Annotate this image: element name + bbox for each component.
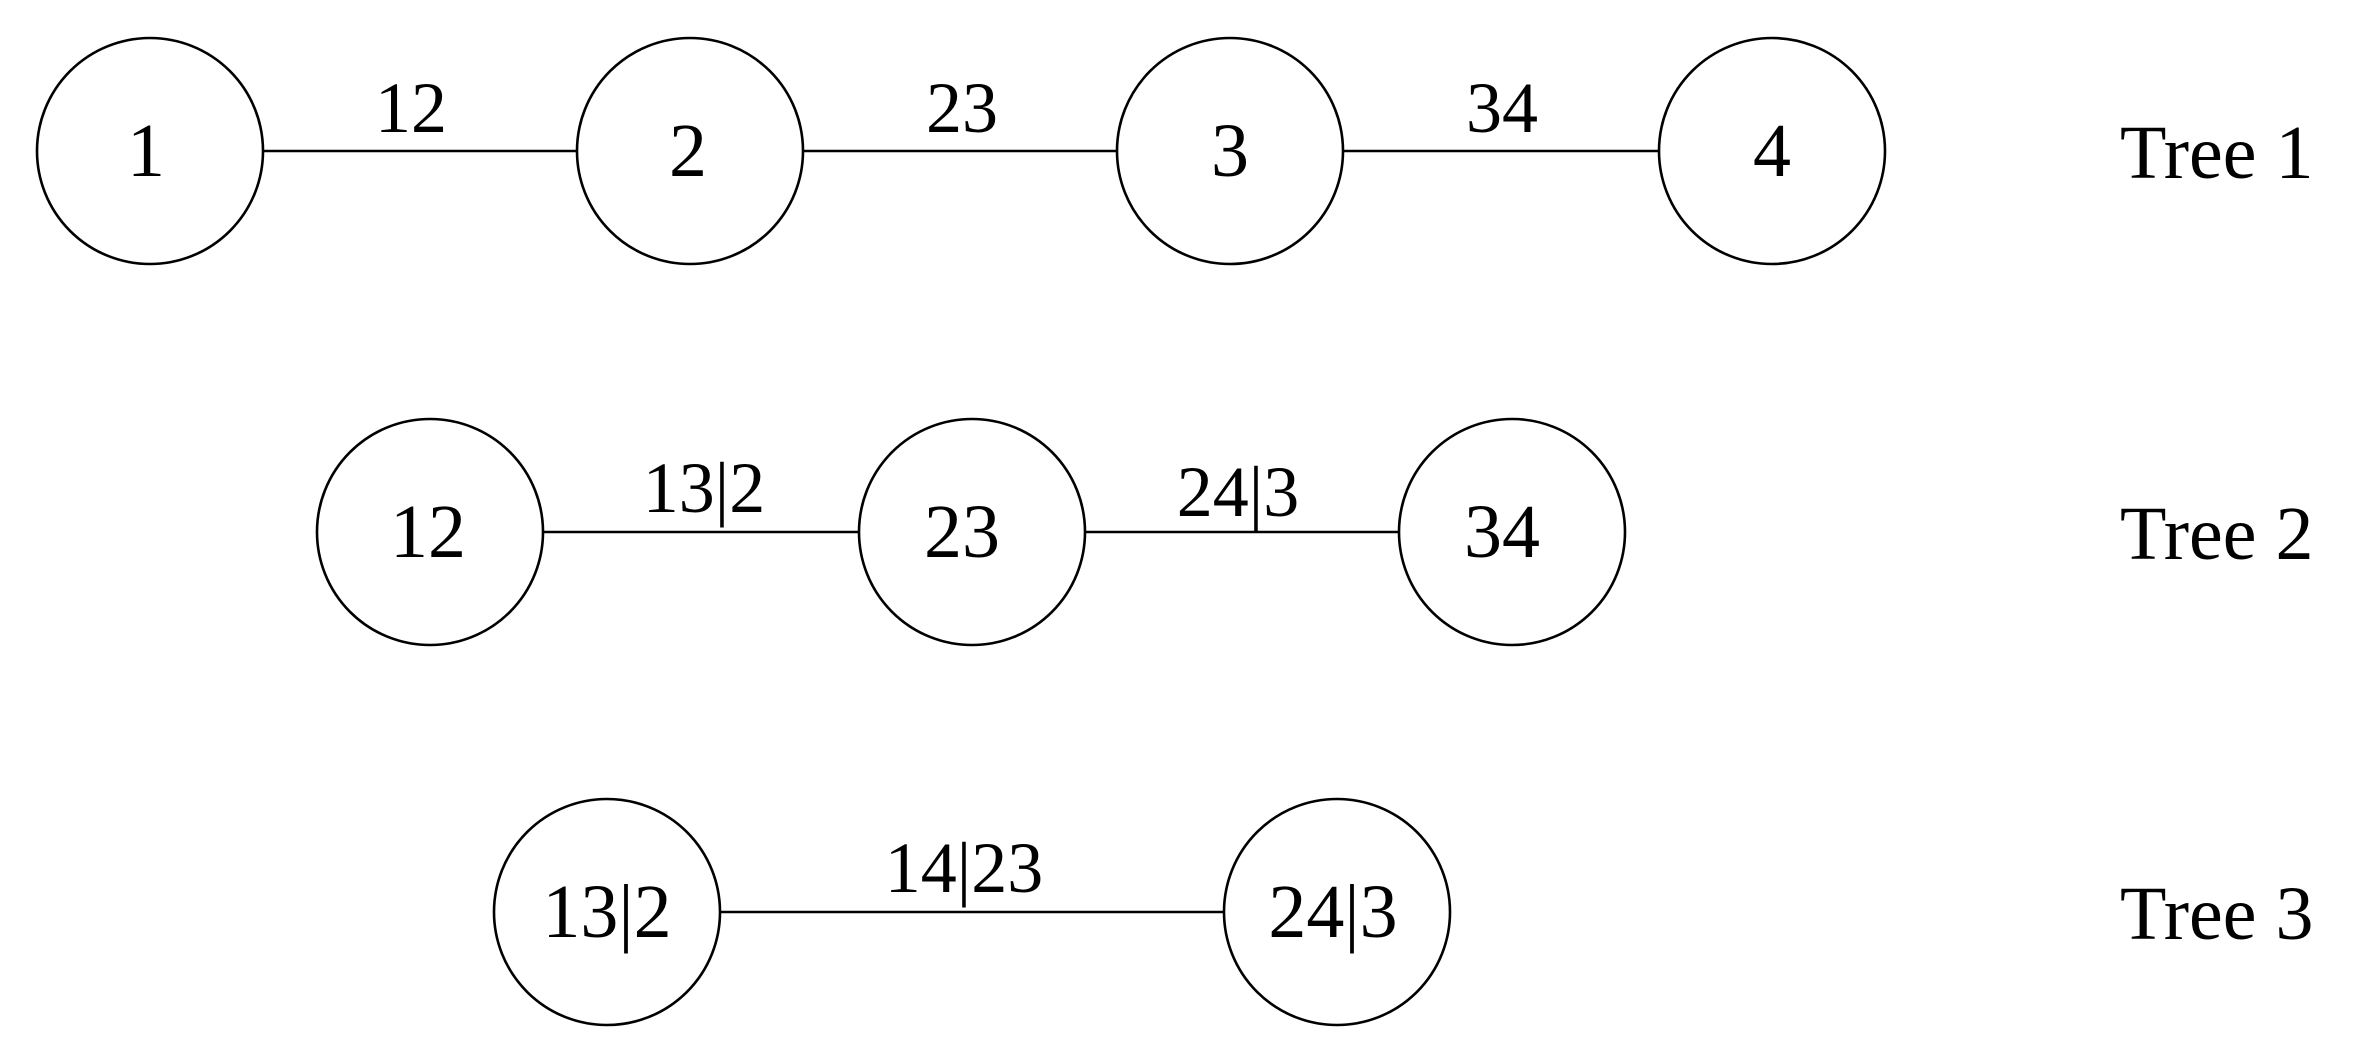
tree-1-edge-3-4-label: 34 — [1466, 68, 1538, 148]
tree-1-node-1-label: 1 — [127, 109, 165, 193]
tree-3-label: Tree 3 — [2120, 872, 2314, 956]
tree-2-node-12-label: 12 — [390, 490, 466, 574]
tree-1: 1 2 3 4 12 23 34 Tree 1 — [35, 36, 2314, 266]
tree-2-edge-23-34-label: 24|3 — [1177, 452, 1299, 532]
tree-1-node-1 — [35, 36, 265, 266]
tree-3-edge-label: 14|23 — [885, 828, 1043, 908]
tree-1-node-3-label: 3 — [1211, 109, 1249, 193]
tree-3: 13|2 24|3 14|23 Tree 3 — [492, 797, 2314, 1027]
tree-2: 12 23 34 13|2 24|3 Tree 2 — [315, 417, 2314, 647]
tree-1-node-4 — [1657, 36, 1887, 266]
tree-1-node-4-label: 4 — [1753, 109, 1791, 193]
tree-3-node-24-3 — [1222, 797, 1452, 1027]
tree-2-node-34-label: 34 — [1464, 490, 1540, 574]
tree-3-node-24-3-label: 24|3 — [1268, 870, 1397, 954]
tree-1-node-3 — [1115, 36, 1345, 266]
tree-2-node-23 — [857, 417, 1087, 647]
tree-3-node-13-2 — [492, 797, 722, 1027]
tree-1-edge-2-3-label: 23 — [926, 68, 998, 148]
tree-1-label: Tree 1 — [2120, 111, 2314, 195]
tree-2-node-23-label: 23 — [924, 490, 1000, 574]
tree-2-edge-12-23-label: 13|2 — [643, 448, 765, 528]
tree-1-edge-1-2-label: 12 — [375, 68, 447, 148]
tree-2-node-12 — [315, 417, 545, 647]
tree-1-node-2 — [575, 36, 805, 266]
tree-3-node-13-2-label: 13|2 — [542, 870, 671, 954]
tree-2-node-34 — [1397, 417, 1627, 647]
tree-1-node-2-label: 2 — [669, 109, 707, 193]
tree-2-label: Tree 2 — [2120, 492, 2314, 576]
